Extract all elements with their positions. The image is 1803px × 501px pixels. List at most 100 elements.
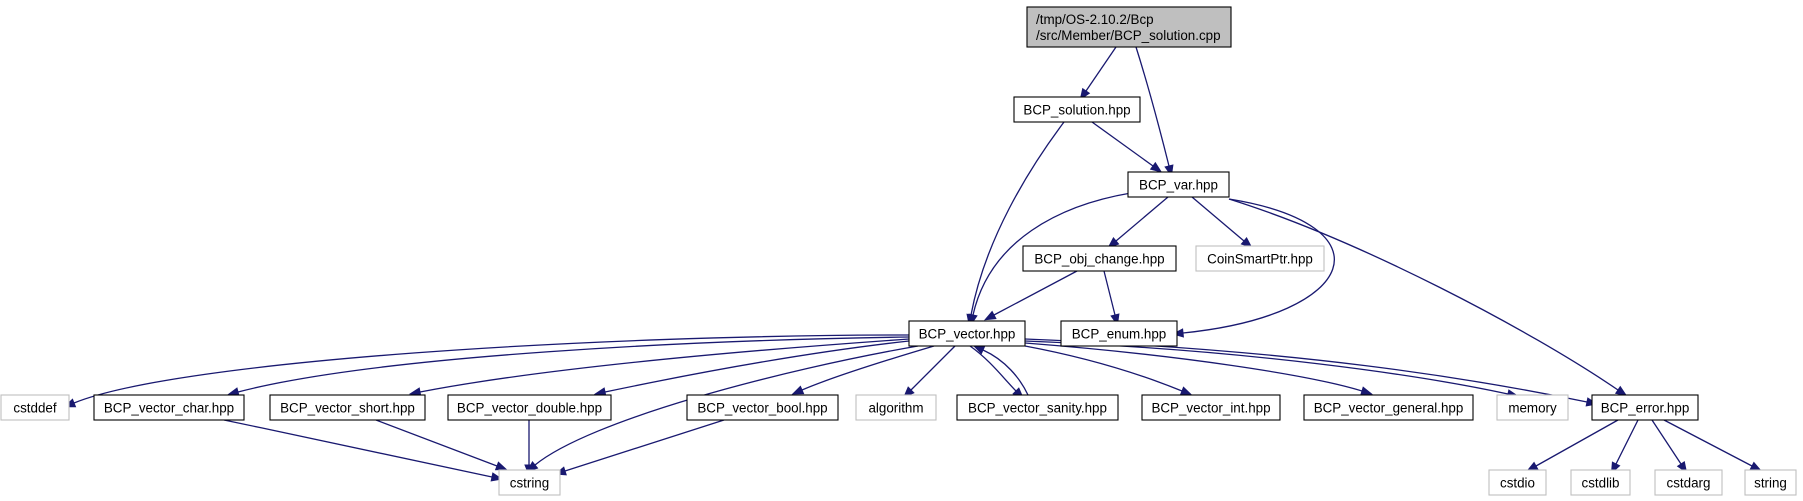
- edge-line: [993, 270, 1078, 316]
- edge-arrowhead: [1360, 386, 1373, 396]
- edge-line: [1115, 196, 1169, 242]
- edge-line: [419, 338, 910, 393]
- node-box: [498, 469, 561, 496]
- node-box: [1570, 469, 1631, 496]
- edge-line: [1103, 270, 1116, 316]
- node-label: cstring: [510, 476, 549, 491]
- edge-vector_hpp-to-vector_sanity: [969, 345, 1025, 400]
- node-vector-double[interactable]: BCP_vector_double.hpp: [447, 394, 612, 421]
- edge-arrowhead: [983, 310, 997, 321]
- edge-line: [237, 336, 910, 393]
- node-vector-sanity[interactable]: BCP_vector_sanity.hpp: [956, 394, 1119, 421]
- node-box: [1654, 469, 1723, 496]
- node-label: CoinSmartPtr.hpp: [1207, 252, 1313, 267]
- edge-vector_hpp-to-vector_double: [593, 340, 910, 397]
- node-label: cstdlib: [1582, 476, 1620, 491]
- edge-line: [1651, 419, 1682, 465]
- node-box: [269, 394, 426, 421]
- edge-solution_hpp-to-vector_hpp: [966, 121, 1065, 327]
- edge-line: [223, 419, 493, 478]
- edge-line: [910, 345, 956, 391]
- node-box: [1591, 394, 1699, 421]
- node-label: BCP_vector.hpp: [919, 327, 1016, 342]
- edge-vector_hpp-to-vector_char: [227, 336, 910, 397]
- edge-line: [1663, 419, 1753, 467]
- edge-var_hpp-to-obj_change_hpp: [1107, 196, 1169, 249]
- edge-line: [1135, 46, 1170, 167]
- node-var-hpp[interactable]: BCP_var.hpp: [1127, 171, 1230, 198]
- edge-line: [564, 419, 725, 472]
- edge-vector_hpp-to-algorithm: [902, 345, 956, 399]
- edge-line: [972, 192, 1132, 316]
- edge-error_hpp-to-cstdio: [1526, 419, 1619, 472]
- edge-vector_double-to-cstring: [524, 420, 534, 477]
- node-label: memory: [1508, 401, 1557, 416]
- edge-arrowhead: [1149, 161, 1163, 173]
- node-box: [1141, 394, 1281, 421]
- node-label: BCP_var.hpp: [1139, 178, 1218, 193]
- node-box: [908, 320, 1026, 347]
- node-box: [1127, 171, 1230, 198]
- edge-var_hpp-to-enum_hpp: [1171, 198, 1335, 338]
- node-coin-smart-ptr: CoinSmartPtr.hpp: [1195, 245, 1325, 272]
- edges-layer: [63, 46, 1763, 482]
- node-solution-hpp[interactable]: BCP_solution.hpp: [1013, 96, 1141, 123]
- edge-line: [1228, 198, 1619, 391]
- node-vector-int[interactable]: BCP_vector_int.hpp: [1141, 394, 1281, 421]
- edge-arrowhead: [1179, 386, 1193, 396]
- node-obj-change-hpp[interactable]: BCP_obj_change.hpp: [1022, 245, 1177, 272]
- node-label: BCP_vector_short.hpp: [280, 401, 415, 416]
- edge-var_hpp-to-coin_smart_ptr: [1191, 196, 1253, 249]
- node-box: [1744, 469, 1797, 496]
- node-cstdlib: cstdlib: [1570, 469, 1631, 496]
- edge-error_hpp-to-string: [1663, 419, 1763, 472]
- node-label: BCP_vector_char.hpp: [104, 401, 234, 416]
- edge-line: [604, 340, 910, 393]
- edge-error_hpp-to-cstdarg: [1651, 419, 1688, 474]
- node-box: [0, 394, 70, 421]
- node-root[interactable]: /tmp/OS-2.10.2/Bcp/src/Member/BCP_soluti…: [1026, 6, 1232, 48]
- node-memory: memory: [1496, 394, 1569, 421]
- edge-line: [375, 419, 498, 467]
- node-label: BCP_enum.hpp: [1072, 327, 1167, 342]
- edge-root-to-var_hpp: [1135, 46, 1174, 178]
- node-box: [686, 394, 839, 421]
- edge-line: [1024, 345, 1183, 392]
- edge-line: [970, 121, 1065, 316]
- node-box: [1195, 245, 1325, 272]
- node-vector-general[interactable]: BCP_vector_general.hpp: [1303, 394, 1474, 421]
- node-label: BCP_vector_double.hpp: [457, 401, 602, 416]
- node-label: BCP_vector_int.hpp: [1151, 401, 1270, 416]
- node-vector-char[interactable]: BCP_vector_char.hpp: [93, 394, 245, 421]
- node-box: [956, 394, 1119, 421]
- node-label: BCP_vector_bool.hpp: [697, 401, 827, 416]
- node-box: [1022, 245, 1177, 272]
- edge-line: [73, 334, 910, 404]
- edge-line: [801, 345, 935, 391]
- node-vector-bool[interactable]: BCP_vector_bool.hpp: [686, 394, 839, 421]
- node-cstring: cstring: [498, 469, 561, 496]
- edge-arrowhead: [1171, 328, 1184, 338]
- edge-arrowhead: [1749, 461, 1763, 472]
- node-box: [1013, 96, 1141, 123]
- node-vector-hpp[interactable]: BCP_vector.hpp: [908, 320, 1026, 347]
- node-label: string: [1754, 476, 1787, 491]
- edge-line: [1191, 196, 1245, 242]
- node-vector-short[interactable]: BCP_vector_short.hpp: [269, 394, 426, 421]
- node-label: cstddef: [13, 401, 56, 416]
- node-error-hpp[interactable]: BCP_error.hpp: [1591, 394, 1699, 421]
- edge-line: [969, 345, 1017, 392]
- node-cstdarg: cstdarg: [1654, 469, 1723, 496]
- node-label: /tmp/OS-2.10.2/Bcp: [1036, 12, 1154, 27]
- edge-vector_sanity-to-vector_hpp: [972, 345, 1029, 396]
- node-label: BCP_vector_general.hpp: [1314, 401, 1464, 416]
- node-enum-hpp[interactable]: BCP_enum.hpp: [1060, 320, 1178, 347]
- edge-error_hpp-to-cstdlib: [1610, 419, 1639, 475]
- node-algorithm: algorithm: [855, 394, 937, 421]
- node-cstdio: cstdio: [1488, 469, 1547, 496]
- node-label: BCP_solution.hpp: [1023, 103, 1130, 118]
- edge-vector_hpp-to-vector_bool: [791, 345, 935, 395]
- edge-root-to-solution_hpp: [1079, 46, 1117, 101]
- node-label: cstdarg: [1667, 476, 1711, 491]
